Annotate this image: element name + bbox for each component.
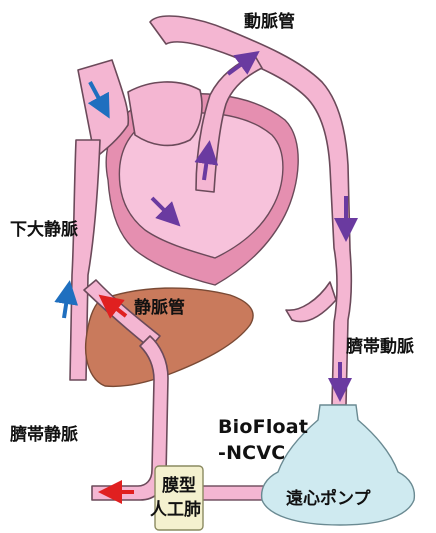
label-centrifugal-pump: 遠心ポンプ	[286, 491, 371, 508]
label-umbilical-artery: 臍帯動脈	[346, 339, 414, 356]
label-device-code: -NCVC	[218, 444, 285, 463]
atrium-right	[128, 82, 202, 146]
umbilical-artery-branch	[286, 282, 336, 322]
arrow-blue-ivc	[64, 292, 68, 318]
label-oxygenator-line1: 膜型	[162, 478, 196, 495]
connecting-tube	[202, 486, 266, 500]
label-umbilical-vein: 臍帯静脈	[10, 427, 78, 444]
label-ductus-arteriosus: 動脈管	[244, 14, 295, 31]
label-inferior-vena-cava: 下大静脈	[10, 222, 78, 239]
label-ductus-venosus: 静脈管	[134, 300, 185, 317]
label-device-name: BioFloat	[218, 418, 308, 437]
label-oxygenator-line2: 人工肺	[150, 502, 201, 519]
